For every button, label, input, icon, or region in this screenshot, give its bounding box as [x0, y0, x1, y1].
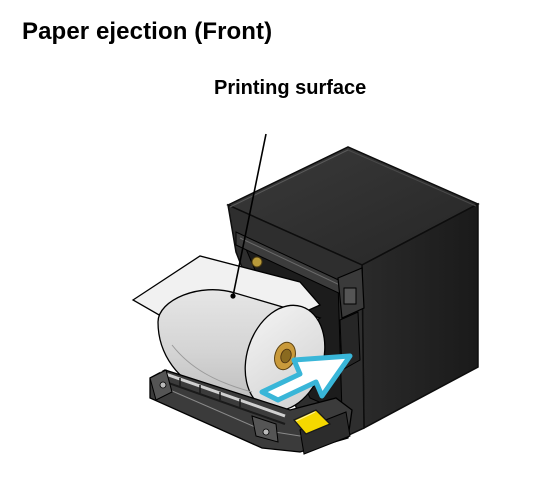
- callout-leader-line: [232, 133, 267, 297]
- printing-surface-label: Printing surface: [214, 77, 367, 99]
- feed-button: [292, 409, 332, 435]
- page-title: Paper ejection (Front): [22, 18, 273, 45]
- paper-holder-base: [149, 369, 353, 455]
- insert-arrow-icon: [259, 353, 353, 403]
- callout-leader-dot: [230, 293, 236, 299]
